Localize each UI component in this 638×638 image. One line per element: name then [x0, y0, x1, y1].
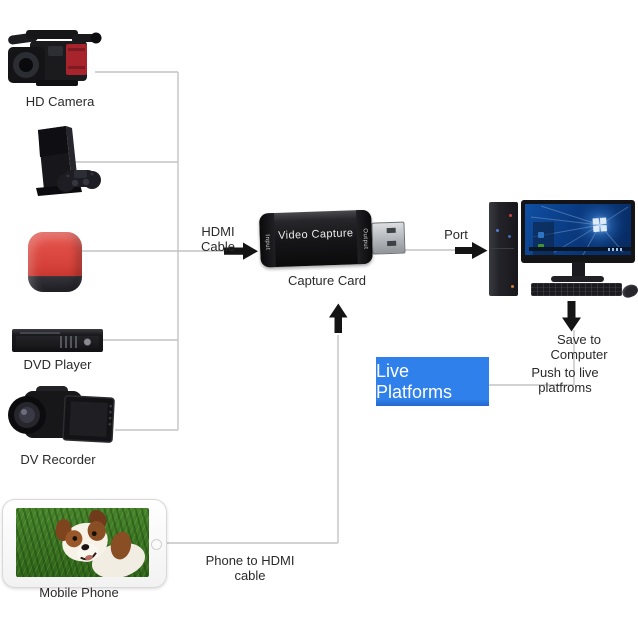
- tower-led: [496, 229, 499, 232]
- dog-photo: [55, 509, 146, 577]
- mobile-phone-label: Mobile Phone: [39, 585, 119, 600]
- dvd-player-image: [12, 329, 103, 352]
- push-to-live-label: Push to live platfroms: [531, 365, 599, 395]
- mobile-phone-image: [2, 499, 167, 588]
- usb-plug-hole: [387, 240, 397, 247]
- save-down-arrow-icon: [562, 301, 581, 332]
- dv-recorder-image: [6, 383, 120, 449]
- game-console-drawing: [36, 126, 101, 196]
- dvd-player-disc-tray: [20, 332, 60, 334]
- tower-seam: [492, 248, 514, 249]
- live-platforms-text: Live Platforms: [376, 360, 453, 402]
- capture-card-label: Capture Card: [287, 273, 367, 288]
- hd-camera-drawing: [8, 30, 102, 86]
- windows-logo-wallpaper: [530, 204, 629, 255]
- taskbar-tray-icons: [608, 247, 624, 251]
- tower-power-led: [509, 214, 512, 217]
- usb-plug: [371, 221, 406, 255]
- computer-monitor-image: [521, 200, 635, 263]
- capture-card-image: Input Output Video Capture: [259, 208, 407, 271]
- dv-recorder-label: DV Recorder: [20, 452, 96, 467]
- port-label: Port: [444, 227, 468, 242]
- monitor-stand: [572, 262, 585, 278]
- capture-card-input-text: Input: [263, 234, 271, 251]
- live-platforms-box: Live Platforms: [376, 357, 489, 406]
- capture-card-output-text: Output: [361, 228, 369, 250]
- hd-camera-image: [6, 26, 106, 96]
- phone-home-button: [151, 539, 162, 550]
- monitor-stand-base: [551, 276, 604, 282]
- phone-to-hdmi-label: Phone to HDMI cable: [205, 553, 295, 583]
- mobile-phone-screen: [16, 508, 149, 577]
- phone-up-arrow-icon: [329, 303, 348, 333]
- smart-speaker-image: [28, 232, 82, 292]
- dv-recorder-drawing: [8, 386, 115, 443]
- keyboard-image: [531, 283, 622, 296]
- port-right-arrow-icon: [455, 242, 488, 259]
- computer-tower-image: [489, 202, 518, 296]
- hd-camera-label: HD Camera: [25, 94, 95, 109]
- dvd-player-front-panel: [16, 336, 99, 348]
- monitor-screen: [525, 204, 631, 255]
- desktop-icon: [538, 232, 544, 238]
- screen-taskbar: [529, 247, 631, 251]
- hdmi-cable-label: HDMI Cable: [201, 224, 235, 254]
- hdmi-right-arrow-icon: [224, 242, 258, 260]
- usb-plug-hole: [386, 227, 396, 234]
- tower-led: [511, 285, 514, 288]
- tower-led: [508, 235, 511, 238]
- game-console-image: [22, 120, 106, 204]
- save-to-computer-label: Save to Computer: [550, 332, 608, 362]
- dvd-player-label: DVD Player: [23, 357, 92, 372]
